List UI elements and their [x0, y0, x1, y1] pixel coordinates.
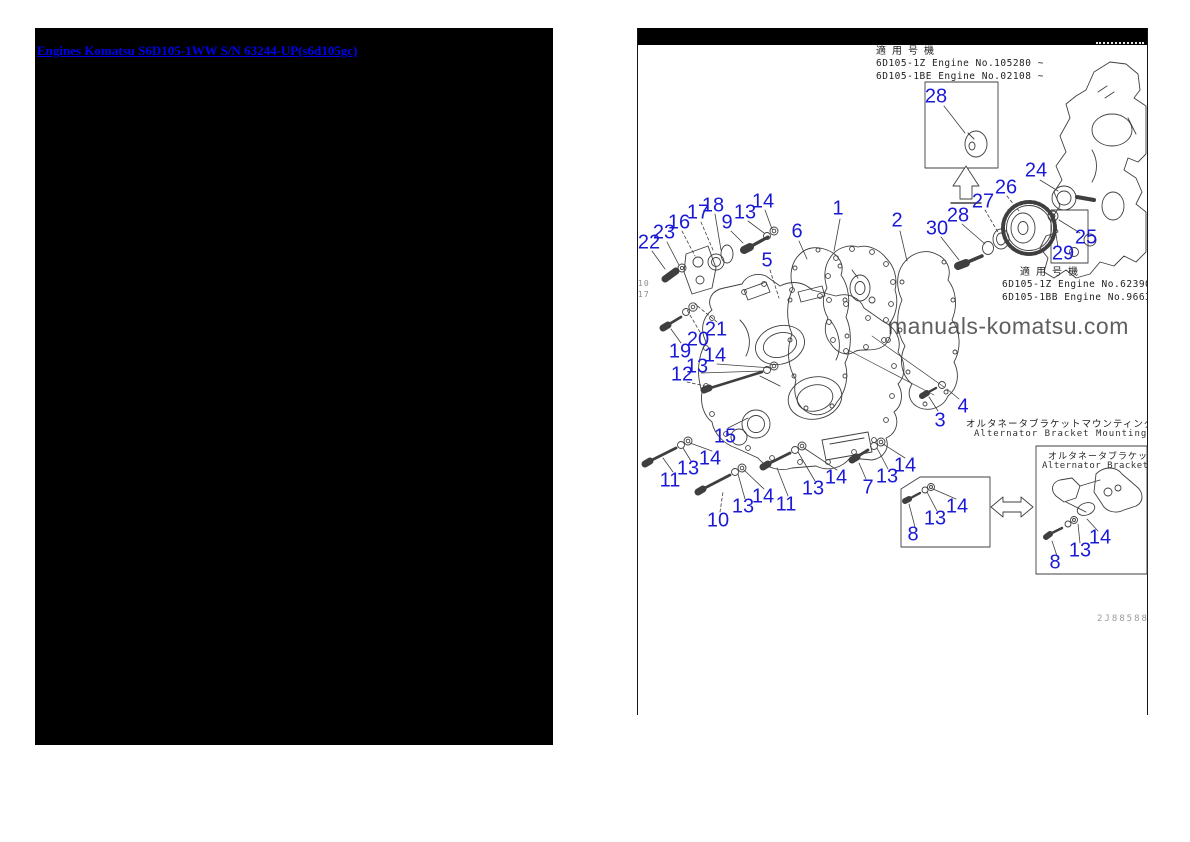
- applicability-line: 6D105-1Z Engine No.62390 ~1052: [1002, 279, 1148, 290]
- mounting-option-right-box: [1035, 445, 1148, 575]
- edge-remnant-text: 10: [638, 279, 650, 288]
- leader-lines-dashed: [681, 195, 1020, 513]
- timing-gear-case: [698, 273, 905, 470]
- bolt-9: [740, 226, 779, 254]
- bolt-12: [700, 361, 779, 394]
- parts-diagram-drawing: [641, 61, 1148, 575]
- alt-mount-caption-jp: オルタネータブラケットマウンティングタイプ: [966, 419, 1148, 430]
- applicability-heading: 適用号機: [1020, 267, 1084, 278]
- cup-plug-detail-box: [924, 81, 999, 169]
- bolt-7: [848, 437, 886, 464]
- scan-artifact-dashes: [1096, 42, 1144, 44]
- bolt-19: [659, 302, 698, 332]
- manual-title-link[interactable]: Engines Komatsu S6D105-1WW S/N 63244-UP(…: [37, 43, 358, 58]
- alt-bracket-caption-en: Alternator Bracket: [1042, 461, 1148, 471]
- bolt-3-4: [847, 335, 946, 399]
- double-arrow-icon: [990, 496, 1034, 518]
- oil-seal: [741, 409, 771, 439]
- applicability-line: 6D105-1BB Engine No.96637 ~1021: [1002, 292, 1148, 303]
- page-top-bar: [637, 28, 1148, 45]
- page-right-border: [1147, 28, 1148, 715]
- diagram-page: [637, 28, 1148, 718]
- callout-29-box: [1050, 209, 1089, 264]
- applicability-block-top: 適用号機 6D105-1Z Engine No.105280 ~ 6D105-1…: [876, 42, 1044, 83]
- bolt-10: [694, 463, 747, 496]
- black-placeholder-panel: [35, 28, 553, 745]
- up-arrow-icon: [950, 165, 982, 204]
- alt-bracket-caption-jp: オルタネータブラケット: [1048, 452, 1148, 462]
- applicability-block-mid: 適用号機 6D105-1Z Engine No.62390 ~1052 6D10…: [1002, 263, 1148, 304]
- applicability-heading: 適用号機: [876, 46, 940, 57]
- alt-mount-caption-en: Alternator Bracket Mounting Type: [974, 429, 1148, 439]
- document-code: 2J88588: [1097, 614, 1149, 624]
- bolt-11-left: [641, 436, 693, 468]
- front-cover: [822, 245, 898, 355]
- bolt-11-right: [759, 441, 807, 471]
- edge-remnant-text: 17: [638, 290, 650, 299]
- cover-gasket: [897, 251, 960, 410]
- pump-bracket-group: [661, 244, 734, 295]
- leader-lines: [651, 105, 1099, 557]
- hub-and-pin: [1051, 185, 1096, 211]
- idler-gear: [1001, 200, 1057, 256]
- thrust-washers-and-bolt: [954, 228, 1010, 270]
- watermark: manuals-komatsu.com: [888, 313, 1129, 339]
- page-left-border: [637, 28, 638, 715]
- applicability-line: 6D105-1Z Engine No.105280 ~: [876, 58, 1044, 69]
- engine-block-outline: [1039, 61, 1147, 279]
- mounting-option-left-box: [900, 476, 991, 548]
- applicability-line: 6D105-1BE Engine No.02108 ~: [876, 71, 1044, 82]
